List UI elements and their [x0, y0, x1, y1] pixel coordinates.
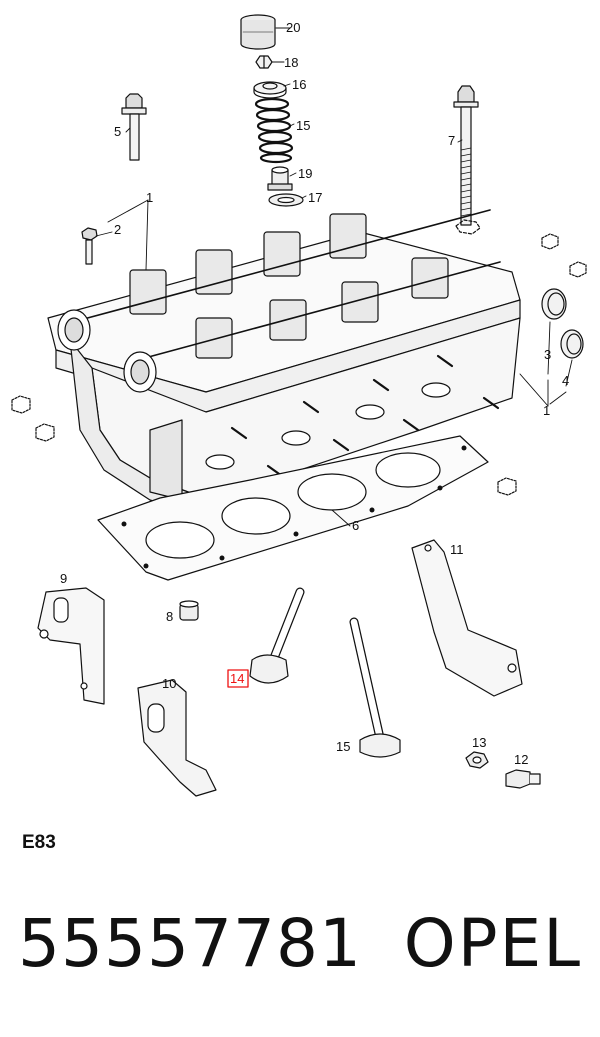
- callout-20: 19: [298, 166, 312, 181]
- callout-16: 15: [296, 118, 310, 133]
- callout-8: 8: [166, 609, 173, 624]
- exploded-parts-diagram: 20 18 16 15 19 17 5 7 1 2 3 4 1 6 11 9 8…: [11, 14, 587, 797]
- spring-retainer-17: [253, 81, 287, 99]
- tappet-21: [240, 14, 276, 50]
- valve-keeper-19: [255, 55, 273, 69]
- part-number: 55557781: [18, 905, 362, 982]
- callout-14: 14: [230, 671, 244, 686]
- callout-2: 2: [114, 222, 121, 237]
- bolt-12: [505, 769, 541, 789]
- callout-21: 20: [286, 20, 300, 35]
- callout-4: 4: [562, 373, 569, 388]
- bracket-9: [37, 587, 105, 705]
- callout-7: 7: [448, 133, 455, 148]
- callout-9: 9: [60, 571, 67, 586]
- spring-seat-washer-18: [268, 193, 304, 207]
- valve-spring-16: [254, 97, 294, 164]
- exhaust-valve-15: [349, 617, 401, 758]
- callout-14-highlight: [227, 669, 249, 688]
- head-gasket-6: [97, 435, 489, 581]
- callout-11: 11: [450, 542, 464, 557]
- callout-3: 3: [544, 347, 551, 362]
- callout-19: 18: [284, 55, 298, 70]
- core-plug-3: [541, 288, 567, 320]
- callout-10: 10: [162, 676, 176, 691]
- plug-8: [179, 600, 199, 621]
- core-plug-4: [560, 329, 584, 359]
- valve-stem-seal-20: [267, 166, 293, 191]
- footer: 55557781 OPEL: [0, 905, 600, 1005]
- stud-2: [81, 227, 98, 265]
- bracket-11: [411, 539, 523, 697]
- intake-valve-14: [249, 587, 305, 684]
- nut-13: [465, 751, 489, 769]
- callout-17: 16: [292, 77, 306, 92]
- callout-18: 17: [308, 190, 322, 205]
- callout-15: 15: [336, 739, 350, 754]
- diagram-code: E83: [22, 832, 56, 853]
- callout-5: 5: [114, 124, 121, 139]
- brand-name: OPEL: [403, 905, 582, 982]
- nut-right-1: [497, 233, 587, 496]
- nut-left-1: [11, 395, 55, 442]
- callout-13: 13: [472, 735, 486, 750]
- bracket-10: [137, 679, 217, 797]
- callout-12: 12: [514, 752, 528, 767]
- callout-1-top: 1: [146, 190, 153, 205]
- callout-1-right: 1: [543, 403, 550, 418]
- cylinder-head: [47, 209, 521, 519]
- callout-6: 6: [352, 518, 359, 533]
- bolt-5: [121, 93, 147, 161]
- cylinder-head-bolt-7: [453, 85, 481, 235]
